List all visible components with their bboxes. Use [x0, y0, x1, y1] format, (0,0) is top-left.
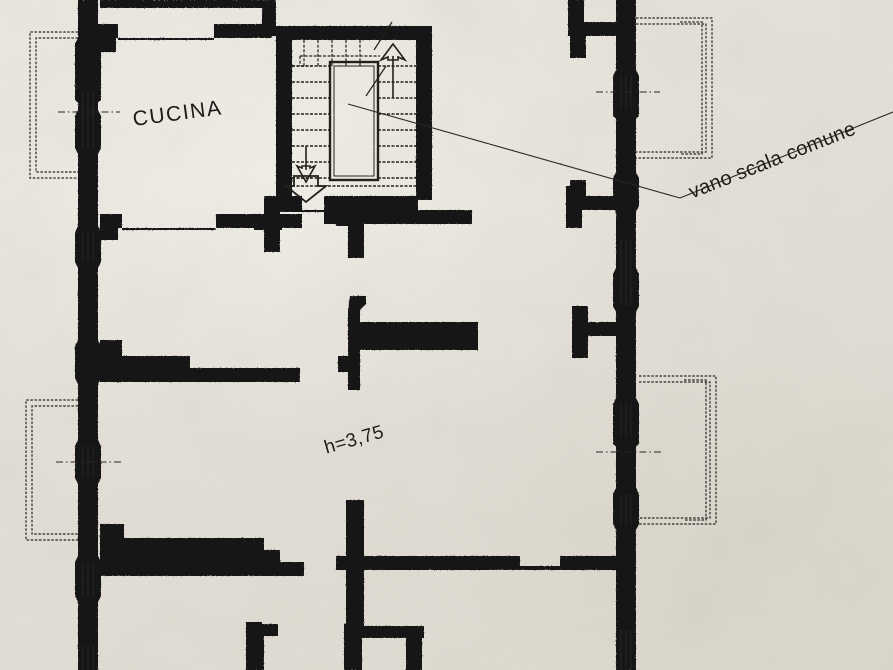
balcony-lower-right [639, 375, 717, 525]
stair-break-line [365, 21, 393, 97]
window-opening-marks [56, 76, 664, 670]
stair-treads-left [292, 65, 330, 179]
window-left-3 [56, 446, 122, 478]
stair-landing-top-edge [299, 55, 380, 66]
stair-down-arrow-lower [283, 175, 329, 204]
stair-treads-left-outer [292, 65, 312, 179]
leader-line-vano-scala [347, 103, 893, 199]
stair-well-void [328, 60, 380, 182]
stair-up-arrow [378, 42, 408, 98]
balcony-top-right [636, 17, 713, 159]
window-right-3 [596, 404, 664, 453]
window-left-5 [82, 646, 94, 670]
window-left-2 [82, 232, 94, 262]
stair-well-void-inner [333, 65, 375, 177]
window-right-4 [620, 494, 632, 524]
window-left-1 [58, 92, 120, 148]
window-left-4 [82, 562, 94, 596]
window-right-5 [620, 630, 632, 670]
balcony-lower-left [25, 399, 78, 541]
balcony-top-left [29, 31, 78, 179]
stair-core [283, 21, 416, 204]
window-right-2 [620, 240, 632, 306]
stair-down-arrow-upper [295, 146, 317, 184]
balcony-outlines [25, 17, 717, 541]
window-right-1 [596, 76, 660, 108]
wall-poche [75, 0, 639, 670]
